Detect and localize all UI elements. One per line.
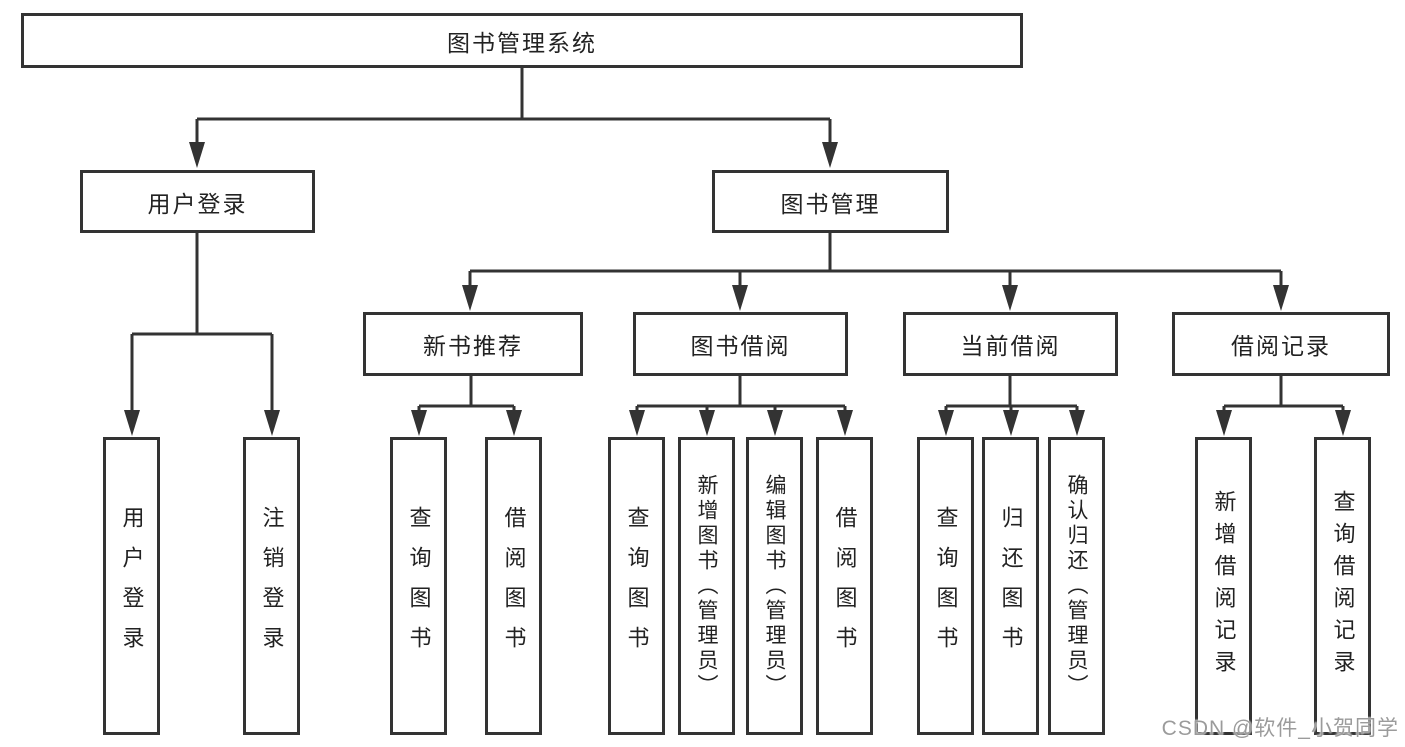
node-leaf-borrow-books-recommend-label: 借阅图书	[501, 506, 527, 666]
node-book-borrow: 图书借阅	[633, 312, 848, 376]
node-library-system-label: 图书管理系统	[447, 29, 597, 56]
node-leaf-logout: 注销登录	[243, 437, 300, 735]
node-leaf-user-login: 用户登录	[103, 437, 160, 735]
node-new-book-recommend: 新书推荐	[363, 312, 583, 376]
node-book-borrow-label: 图书借阅	[690, 333, 791, 359]
node-new-book-recommend-label: 新书推荐	[423, 333, 523, 359]
node-leaf-query-borrow-record-label: 查询借阅记录	[1330, 490, 1356, 682]
node-leaf-query-books-recommend-label: 查询图书	[406, 506, 432, 666]
node-leaf-query-books-borrow: 查询图书	[608, 437, 665, 735]
node-leaf-return-book-label: 归还图书	[998, 506, 1024, 666]
node-leaf-query-borrow-record: 查询借阅记录	[1314, 437, 1371, 735]
node-leaf-confirm-return-admin-label: 确认归还（管理员）	[1065, 473, 1088, 699]
arrowheads	[124, 142, 1351, 436]
node-leaf-borrow-books-recommend: 借阅图书	[485, 437, 542, 735]
node-leaf-logout-label: 注销登录	[259, 506, 285, 666]
node-user-login: 用户登录	[80, 170, 315, 233]
node-current-borrow: 当前借阅	[903, 312, 1118, 376]
node-leaf-return-book: 归还图书	[982, 437, 1039, 735]
node-leaf-query-books-recommend: 查询图书	[390, 437, 447, 735]
node-current-borrow-label: 当前借阅	[960, 333, 1061, 359]
tree-edges	[130, 68, 1345, 412]
node-library-system: 图书管理系统	[21, 13, 1023, 68]
node-leaf-borrow-book: 借阅图书	[816, 437, 873, 735]
node-book-management: 图书管理	[712, 170, 949, 233]
node-leaf-add-borrow-record-label: 新增借阅记录	[1211, 490, 1237, 682]
node-book-management-label: 图书管理	[780, 190, 881, 217]
node-leaf-borrow-book-label: 借阅图书	[832, 506, 858, 666]
node-leaf-edit-book-admin: 编辑图书（管理员）	[746, 437, 803, 735]
node-leaf-query-books-borrow-label: 查询图书	[624, 506, 650, 666]
node-leaf-edit-book-admin-label: 编辑图书（管理员）	[763, 473, 786, 699]
node-user-login-label: 用户登录	[147, 190, 248, 217]
node-leaf-add-book-admin: 新增图书（管理员）	[678, 437, 735, 735]
node-leaf-query-books-current: 查询图书	[917, 437, 974, 735]
node-leaf-add-borrow-record: 新增借阅记录	[1195, 437, 1252, 735]
node-leaf-add-book-admin-label: 新增图书（管理员）	[695, 473, 718, 699]
node-borrow-records-label: 借阅记录	[1231, 333, 1331, 359]
node-leaf-confirm-return-admin: 确认归还（管理员）	[1048, 437, 1105, 735]
watermark: CSDN @软件_小贺同学	[1161, 717, 1399, 740]
node-leaf-user-login-label: 用户登录	[119, 506, 145, 666]
node-leaf-query-books-current-label: 查询图书	[933, 506, 959, 666]
node-borrow-records: 借阅记录	[1172, 312, 1390, 376]
